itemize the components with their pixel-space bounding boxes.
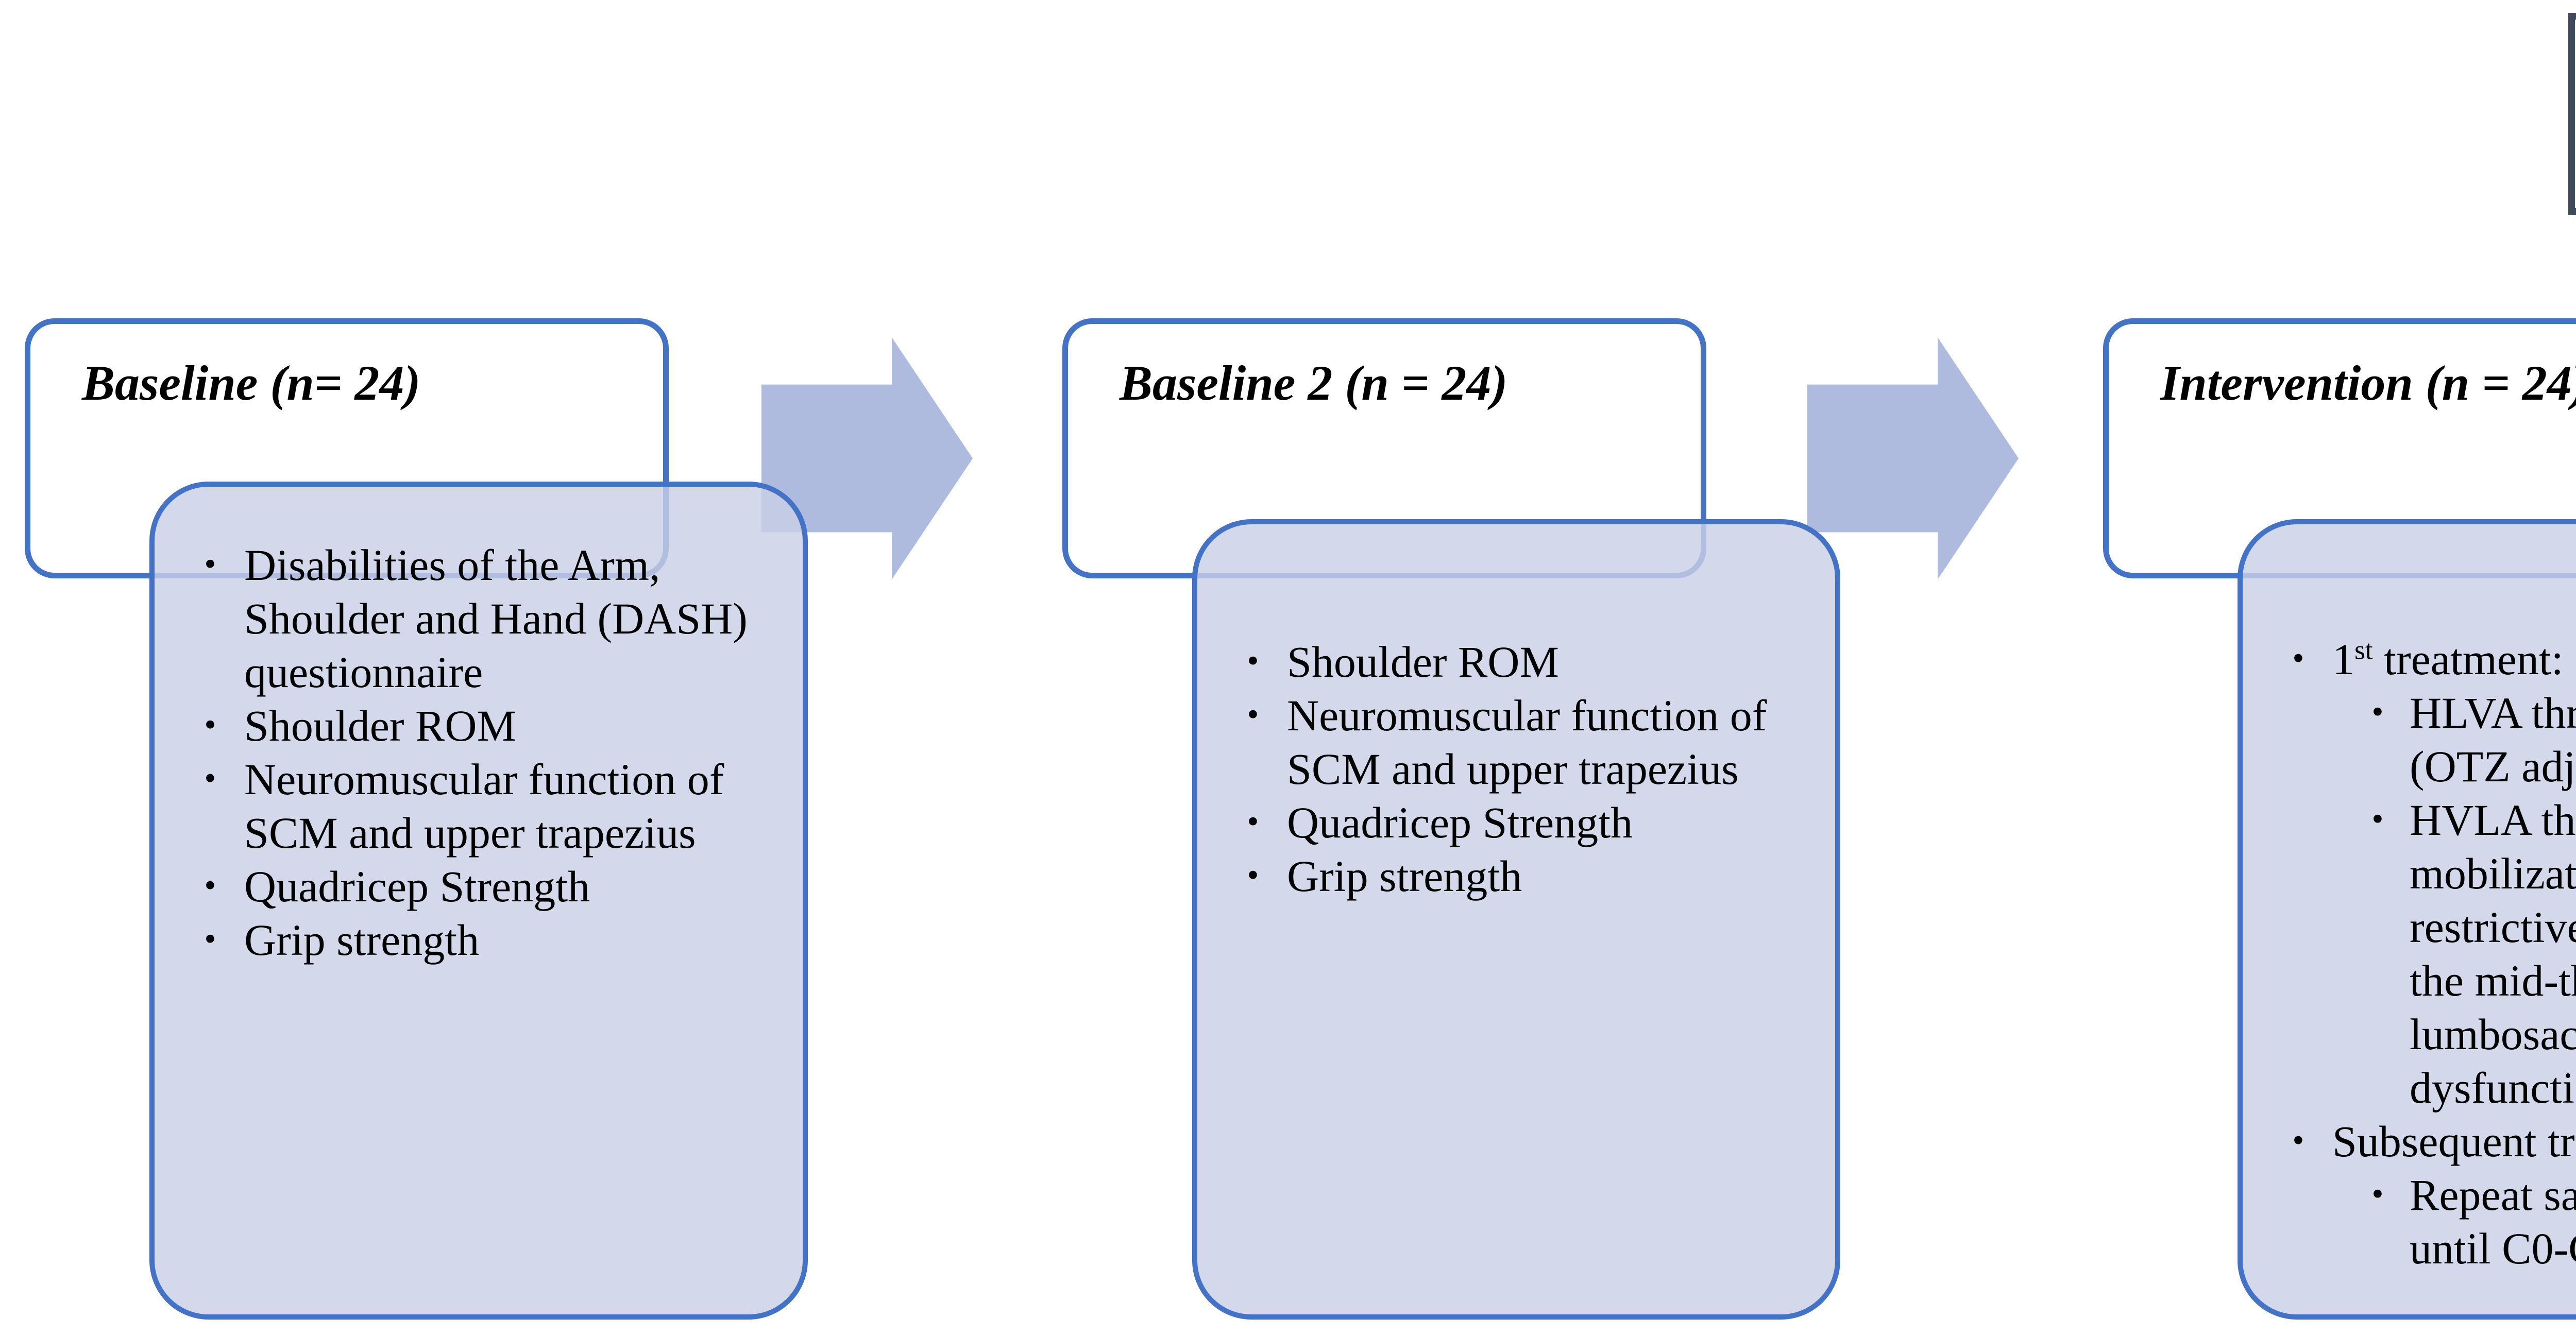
stage-intervention-detail-box: 1st treatment:HLVA thrust of C0-C1 (OTZ … <box>2238 519 2576 1320</box>
list-item: Neuromuscular function of SCM and upper … <box>201 752 776 860</box>
list-item-text: Grip strength <box>1287 851 1522 901</box>
list-item: Grip strength <box>201 913 776 967</box>
list-item-text: Shoulder ROM <box>244 701 516 750</box>
list-item: HLVA thrust of C0-C1 (OTZ adjustment) <box>2368 686 2576 793</box>
stage-baseline-detail-box: Disabilities of the Arm, Shoulder and Ha… <box>149 482 808 1320</box>
list-item: Subsequent treatments:Repeat same proced… <box>2289 1115 2576 1275</box>
list-item: Quadricep Strength <box>1244 796 1808 849</box>
list-item-text: Subsequent treatments: <box>2332 1117 2576 1166</box>
stage-baseline2-detail-box: Shoulder ROMNeuromuscular function of SC… <box>1192 519 1840 1320</box>
list-item: 1st treatment:HLVA thrust of C0-C1 (OTZ … <box>2289 632 2576 1115</box>
stage-title: Intervention (n = 24) <box>2160 355 2576 410</box>
list-item: Quadricep Strength <box>201 860 776 913</box>
list-item-text: Grip strength <box>244 915 480 965</box>
list-item: Repeat same procedure until C0-C1 resolv… <box>2368 1168 2576 1275</box>
list-item: Disabilities of the Arm, Shoulder and Ha… <box>201 538 776 699</box>
list-item: HVLA thrusts and/or mobilizations for re… <box>2368 793 2576 1115</box>
list-item-text: Neuromuscular function of SCM and upper … <box>1287 691 1767 794</box>
flow-arrow-2-icon <box>1807 337 2019 579</box>
stage-baseline2-list: Shoulder ROMNeuromuscular function of SC… <box>1197 524 1835 903</box>
list-item-text: Shoulder ROM <box>1287 637 1559 687</box>
list-item-text: HLVA thrust of C0-C1 (OTZ adjustment) <box>2410 688 2576 791</box>
excluded-box: Excluded (n =2) Reason: head injury (n =… <box>2568 13 2576 215</box>
list-item-text: 1st treatment: <box>2332 634 2564 684</box>
sub-list: HLVA thrust of C0-C1 (OTZ adjustment)HVL… <box>2332 686 2576 1115</box>
list-item-text: Quadricep Strength <box>244 862 590 911</box>
stage-title: Baseline (n= 24) <box>82 355 421 410</box>
stage-baseline-list: Disabilities of the Arm, Shoulder and Ha… <box>155 487 803 967</box>
list-item: Grip strength <box>1244 849 1808 903</box>
stage-title: Baseline 2 (n = 24) <box>1120 355 1508 410</box>
list-item: Shoulder ROM <box>201 699 776 752</box>
list-item-text: Disabilities of the Arm, Shoulder and Ha… <box>244 540 748 697</box>
stage-intervention-list: 1st treatment:HLVA thrust of C0-C1 (OTZ … <box>2243 524 2576 1275</box>
list-item-text: Neuromuscular function of SCM and upper … <box>244 755 724 858</box>
list-item: Shoulder ROM <box>1244 635 1808 689</box>
list-item-text: Repeat same procedure until C0-C1 resolv… <box>2410 1170 2576 1273</box>
sub-list: Repeat same procedure until C0-C1 resolv… <box>2332 1168 2576 1275</box>
list-item: Neuromuscular function of SCM and upper … <box>1244 689 1808 796</box>
list-item-text: Quadricep Strength <box>1287 798 1633 847</box>
list-item-text: HVLA thrusts and/or mobilizations for re… <box>2410 795 2576 1112</box>
